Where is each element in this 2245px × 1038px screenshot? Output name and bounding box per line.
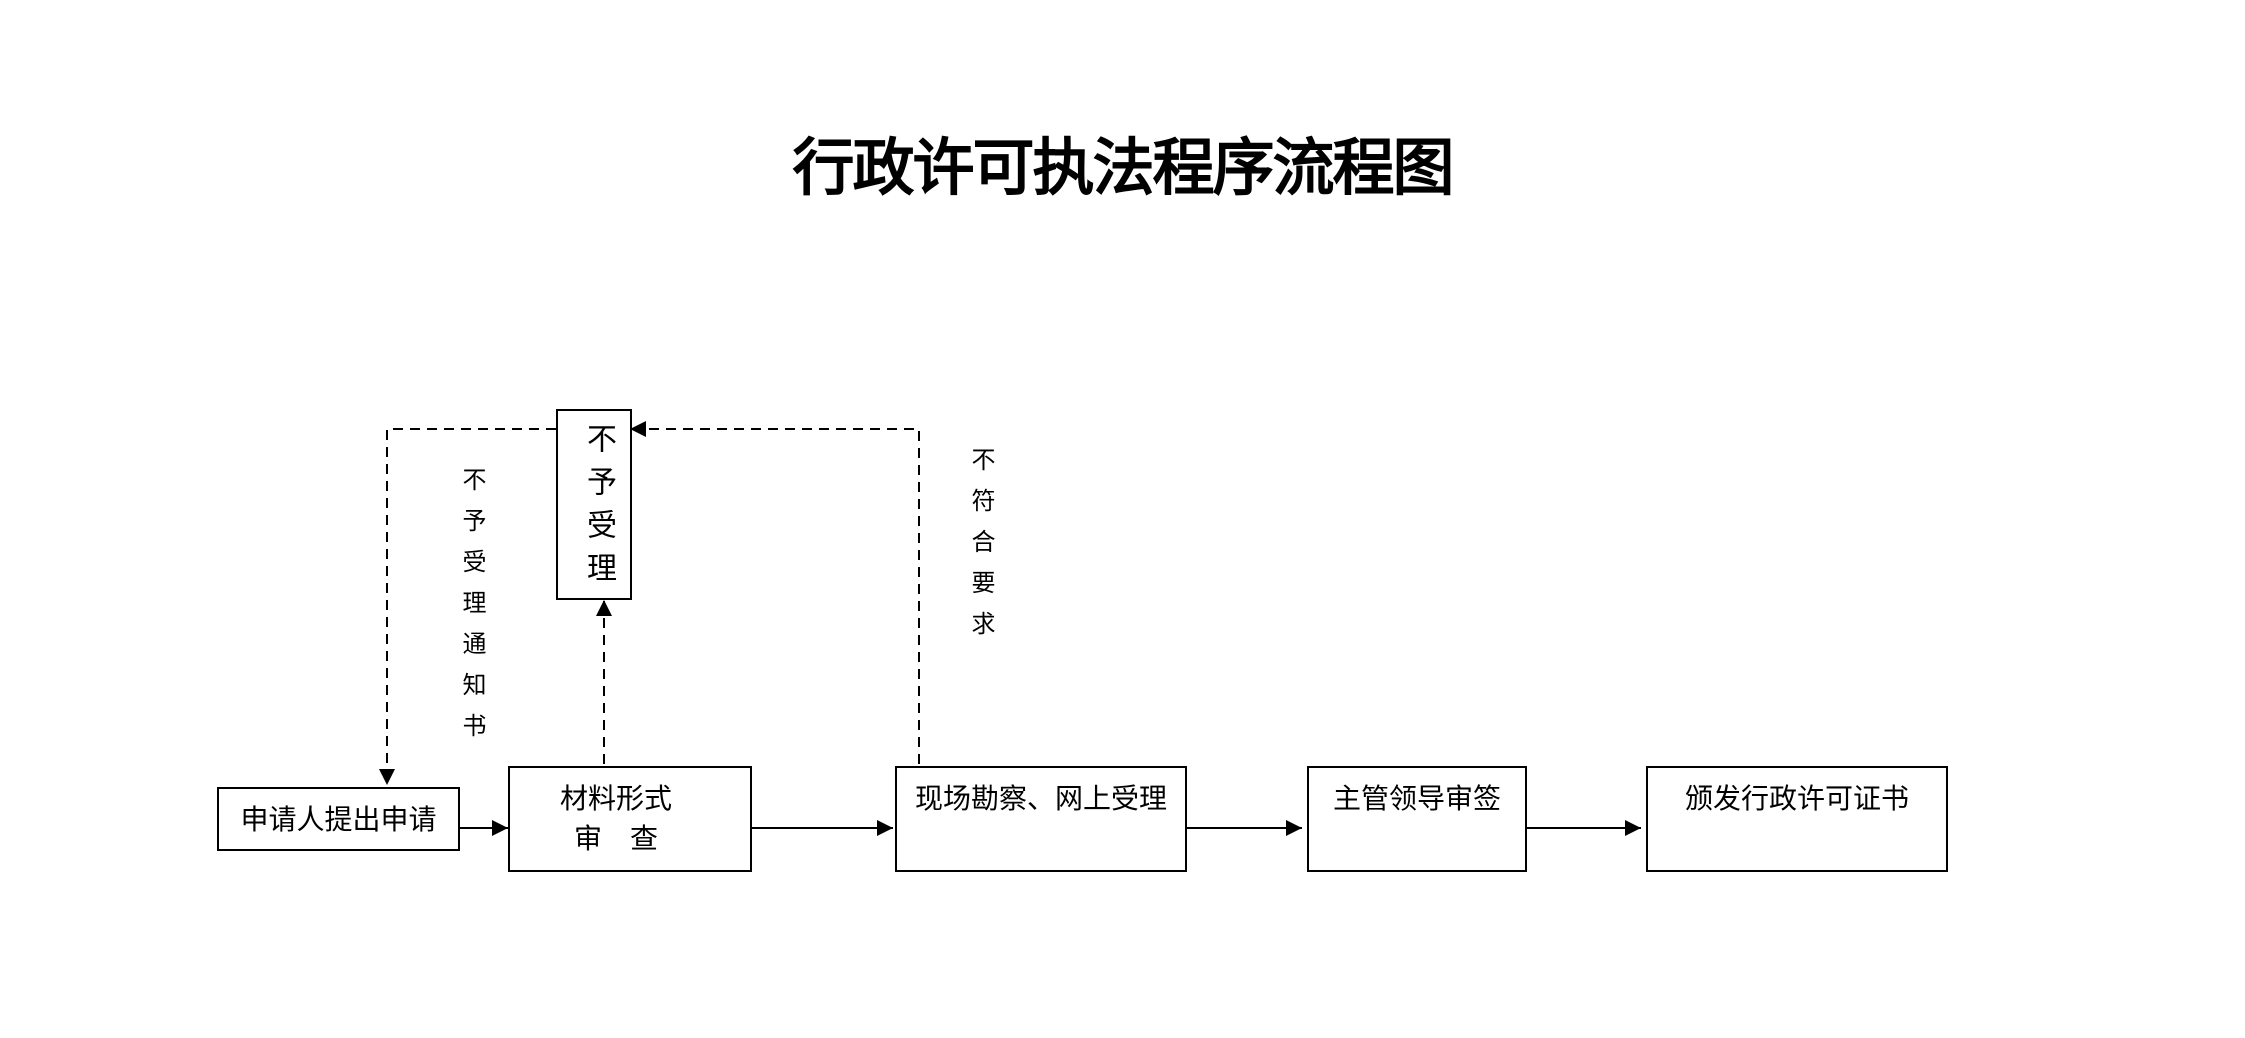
node-issue-label: 颁发行政许可证书 bbox=[1684, 782, 1909, 815]
node-apply-label: 申请人提出申请 bbox=[240, 803, 437, 836]
dashed-path-reject-to-apply bbox=[379, 428, 556, 785]
node-reject-label: 不予受理 bbox=[581, 423, 616, 595]
edge-label-not-meet: 不符合要求 bbox=[967, 447, 995, 652]
node-leader-label: 主管领导审签 bbox=[1332, 782, 1501, 815]
page-title: 行政许可执法程序流程图 bbox=[792, 131, 1454, 204]
node-issue: 颁发行政许可证书 bbox=[1646, 766, 1948, 872]
node-review-label-line1: 材料形式 bbox=[559, 782, 672, 815]
node-site-label: 现场勘察、网上受理 bbox=[914, 782, 1167, 815]
edge-label-reject-notice: 不予受理通知书 bbox=[458, 467, 486, 754]
node-review-label-line2: 审 查 bbox=[573, 822, 658, 855]
dashed-path-site-to-reject bbox=[630, 421, 920, 764]
node-site: 现场勘察、网上受理 bbox=[895, 766, 1187, 872]
node-reject: 不予受理 bbox=[556, 409, 632, 600]
node-apply: 申请人提出申请 bbox=[217, 787, 460, 851]
node-leader: 主管领导审签 bbox=[1307, 766, 1527, 872]
node-review: 材料形式 审 查 bbox=[508, 766, 752, 872]
